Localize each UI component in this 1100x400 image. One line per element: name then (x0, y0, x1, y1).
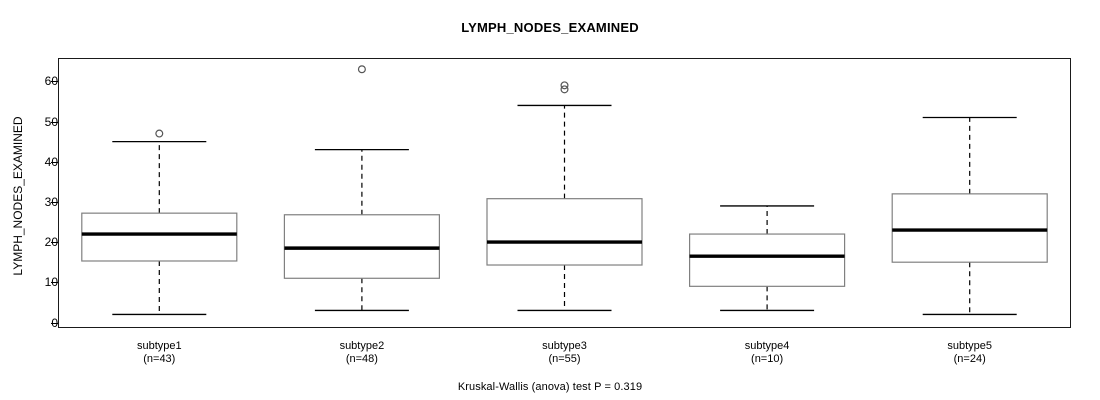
x-axis-label-subtype3: subtype3(n=55) (542, 340, 587, 366)
x-axis-label-subtype1: subtype1(n=43) (137, 340, 182, 366)
x-axis-label-subtype4: subtype4(n=10) (745, 340, 790, 366)
x-label-category: subtype3 (542, 340, 587, 352)
y-tick-mark (51, 81, 58, 83)
x-label-count: (n=48) (345, 353, 378, 365)
plot-frame (58, 58, 1071, 328)
x-axis-label-subtype5: subtype5(n=24) (947, 340, 992, 366)
y-tick-mark (51, 201, 58, 203)
statistical-test-annotation: Kruskal-Wallis (anova) test P = 0.319 (457, 381, 643, 393)
x-label-count: (n=10) (751, 353, 784, 365)
y-axis-label: LYMPH_NODES_EXAMINED (11, 116, 25, 276)
y-tick-mark (51, 242, 58, 244)
x-label-category: subtype5 (947, 340, 993, 352)
x-axis-label-subtype2: subtype2(n=48) (340, 340, 385, 366)
chart-title: LYMPH_NODES_EXAMINED (461, 20, 639, 35)
x-label-count: (n=43) (143, 353, 176, 365)
x-label-category: subtype4 (744, 340, 790, 352)
y-tick-mark (51, 121, 58, 123)
x-label-count: (n=24) (953, 353, 986, 365)
x-label-category: subtype2 (339, 340, 385, 352)
x-label-category: subtype1 (136, 340, 182, 352)
y-tick-mark (51, 161, 58, 163)
y-tick-mark (51, 322, 58, 324)
x-label-count: (n=55) (548, 353, 581, 365)
y-tick-mark (51, 282, 58, 284)
